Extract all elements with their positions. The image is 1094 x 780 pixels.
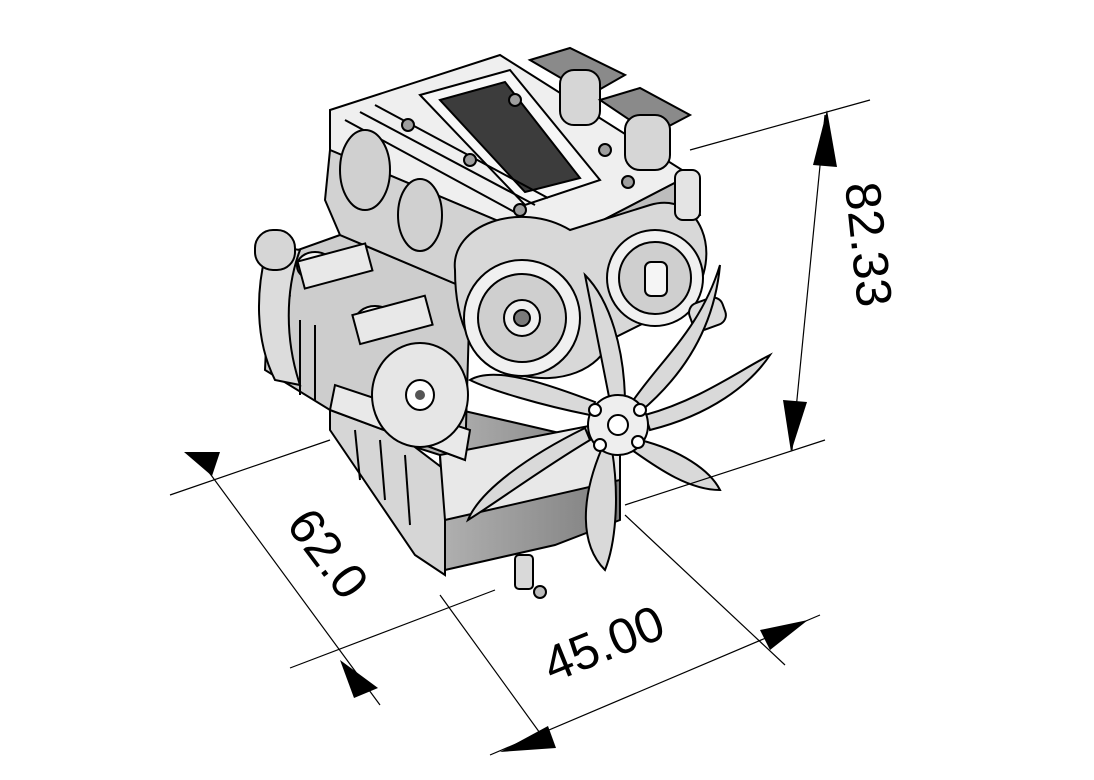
width-dimension-label: 45.00 [535,594,672,693]
arrow-icon [340,660,378,698]
arrow-icon [783,400,807,452]
depth-dimension-line [199,459,381,706]
engine-icon [254,46,773,599]
height-dimension: 82.33 [624,99,903,506]
timing-belt [453,201,708,380]
arrow-icon [813,110,837,167]
arrow-icon [760,620,808,650]
throttle-bodies [527,46,727,332]
arrow-icon [184,452,220,476]
depth-extension-top [169,439,331,496]
intake-manifold [254,129,443,387]
arrow-icon [500,726,556,752]
depth-dimension-label: 62.0 [276,498,379,609]
height-extension-bottom [624,439,826,506]
depth-extension-bottom [289,589,496,669]
height-extension-top [689,99,871,151]
alternator-pulley [371,342,469,448]
fan-icon [465,264,773,572]
width-extension-right [624,514,786,666]
height-dimension-label: 82.33 [834,179,903,309]
height-dimension-line [791,114,826,451]
width-extension-left [439,594,546,741]
